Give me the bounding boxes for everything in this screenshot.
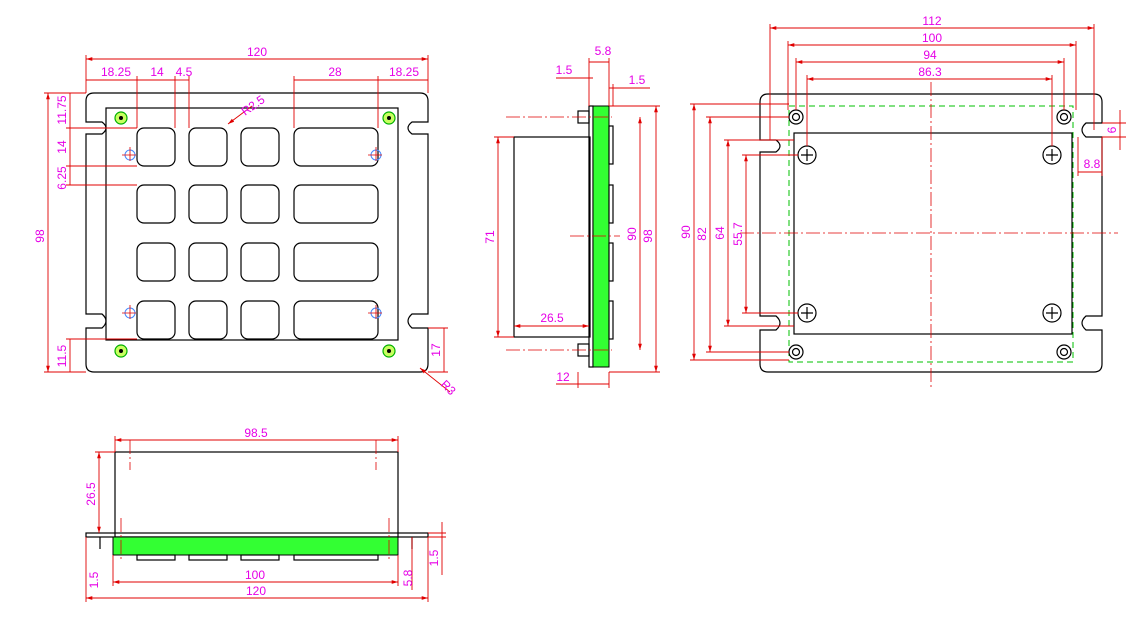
dim-bottom-pcb-t: 5.8	[401, 569, 415, 586]
dim-slot-offset: 17	[429, 343, 443, 357]
back-plate-outline	[759, 93, 1103, 373]
dim-bottom-thickness: 12	[556, 370, 570, 384]
pcb-holes	[122, 147, 384, 321]
bottom-body	[114, 451, 399, 538]
dim-plate-right: 1.5	[629, 73, 646, 87]
dim-bottom-plate-left: 1.5	[87, 571, 101, 588]
dim-bottom-depth: 26.5	[84, 482, 98, 506]
bottom-pcb	[112, 536, 399, 556]
dim-key-width: 14	[150, 65, 164, 79]
bottom-plate	[85, 532, 429, 538]
dim-bottom-overall: 120	[246, 584, 266, 598]
dim-w100: 100	[922, 31, 942, 45]
key	[136, 300, 176, 340]
back-dimensions: 112 100 94 86.3 90 82 64 55.7 8.8	[679, 14, 1126, 361]
back-holes	[788, 109, 1072, 360]
dim-top-offset: 11.75	[55, 95, 69, 124]
side-pcb	[592, 105, 610, 368]
key	[188, 242, 228, 282]
dim-pcb-thickness: 5.8	[595, 44, 612, 58]
dim-h64: 64	[713, 226, 727, 240]
key	[240, 300, 280, 340]
key-wide	[293, 184, 379, 224]
key	[188, 127, 228, 167]
dim-slot-height: 6	[1105, 126, 1119, 133]
dim-bottom-offset: 11.5	[55, 344, 69, 367]
key	[136, 184, 176, 224]
back-view: 112 100 94 86.3 90 82 64 55.7 8.8	[679, 14, 1126, 388]
dim-w112: 112	[922, 14, 941, 28]
dim-radius-key: R2.5	[239, 92, 268, 118]
dim-key-height: 14	[55, 140, 69, 154]
bottom-view: 98.5 26.5 100 120 1.5 5.8 1.5	[84, 426, 446, 602]
key-wide	[293, 242, 379, 282]
front-dimensions: 120 18.25 14 4.5 28 18.25 R2.5 98 11.75 …	[33, 45, 459, 398]
key-wide	[293, 127, 379, 167]
back-pcb-rect	[793, 132, 1073, 335]
key	[240, 127, 280, 167]
dim-pcb-width: 100	[245, 568, 265, 582]
dim-corner-radius: R3	[438, 377, 459, 398]
dim-h82: 82	[695, 227, 709, 241]
front-view: 120 18.25 14 4.5 28 18.25 R2.5 98 11.75 …	[33, 45, 459, 398]
key	[188, 300, 228, 340]
key	[136, 127, 176, 167]
side-view: 5.8 1.5 1.5 71 26.5 90 98 12	[483, 44, 660, 388]
key	[136, 242, 176, 282]
side-dimensions: 5.8 1.5 1.5 71 26.5 90 98 12	[483, 44, 660, 388]
key	[188, 184, 228, 224]
dim-row-gap: 6.25	[55, 166, 69, 190]
dim-left-margin: 18.25	[101, 65, 131, 79]
dim-slot-width: 8.8	[1084, 157, 1101, 171]
key-wide	[293, 300, 379, 340]
dim-body-height: 71	[483, 230, 497, 244]
dim-h90: 90	[679, 225, 693, 239]
key	[240, 184, 280, 224]
dim-right-margin: 18.25	[389, 65, 419, 79]
front-keypad	[136, 127, 379, 340]
dim-bottom-plate-right: 1.5	[427, 549, 441, 566]
dim-wide-key: 28	[328, 65, 342, 79]
bottom-dimensions: 98.5 26.5 100 120 1.5 5.8 1.5	[84, 426, 446, 602]
dim-outer-height: 98	[641, 229, 655, 243]
dim-w86-3: 86.3	[918, 65, 942, 79]
dim-w94: 94	[923, 48, 937, 62]
dim-key-gap: 4.5	[176, 65, 193, 79]
dim-body-width: 98.5	[244, 426, 268, 440]
side-plate	[588, 105, 594, 368]
dim-overall-width: 120	[247, 45, 267, 59]
dim-h55-7: 55.7	[731, 222, 745, 246]
key	[240, 242, 280, 282]
dim-overall-height: 98	[33, 229, 47, 243]
dim-plate-left: 1.5	[556, 63, 573, 77]
front-inner-frame	[105, 107, 399, 341]
side-body	[513, 136, 591, 338]
dim-body-depth: 26.5	[540, 311, 564, 325]
dim-inner-height: 90	[625, 227, 639, 241]
